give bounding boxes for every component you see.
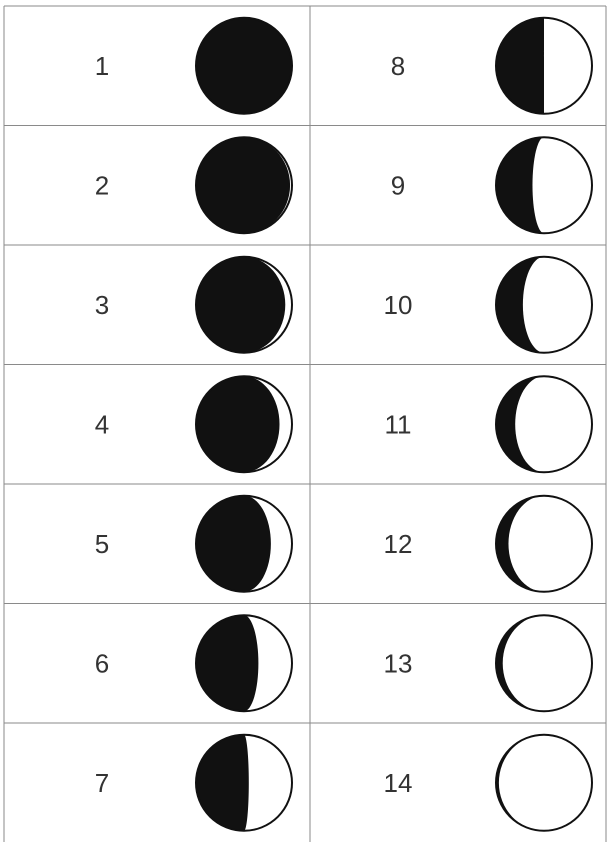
phase-cell: 6 [95,615,292,711]
lit-region [244,735,292,831]
phase-number: 1 [95,51,109,81]
moon-phase-icon [196,735,292,831]
lit-region [515,376,592,472]
moon-phase-icon [496,496,592,592]
moon-phase-icon [496,615,592,711]
phase-cell: 9 [391,137,592,233]
moon-phase-icon [496,137,592,233]
moon-phase-icon [196,376,292,472]
phase-number: 6 [95,648,109,678]
lit-region [532,137,592,233]
lit-region [523,257,592,353]
phase-cell: 8 [391,18,592,114]
moon-phase-icon [196,257,292,353]
phase-cell: 14 [384,735,592,831]
phase-number: 11 [385,409,412,439]
phase-cell: 7 [95,735,292,831]
phase-number: 9 [391,170,405,200]
phase-cell: 1 [95,18,292,114]
phase-cell: 2 [95,137,292,233]
moon-phase-icon [496,735,592,831]
phase-cell: 11 [385,376,593,472]
phase-number: 8 [391,51,405,81]
moon-phase-icon [496,257,592,353]
phase-cell: 3 [95,257,292,353]
lit-region [544,18,592,114]
moon-phase-icon [196,18,292,114]
moon-phase-icon [196,615,292,711]
phase-number: 5 [95,529,109,559]
moon-phase-icon [196,137,292,233]
phase-number: 13 [384,648,413,678]
phase-number: 3 [95,290,109,320]
phase-number: 14 [384,768,413,798]
phase-number: 4 [95,409,109,439]
phase-cell: 12 [384,496,592,592]
phase-number: 2 [95,170,109,200]
phase-number: 7 [95,768,109,798]
phase-cell: 10 [384,257,592,353]
phase-cell: 4 [95,376,292,472]
phase-number: 12 [384,529,413,559]
moon-phase-icon [496,376,592,472]
moon-phase-icon [496,18,592,114]
phase-number: 10 [384,290,413,320]
phase-cell: 13 [384,615,592,711]
moon-phase-icon [196,496,292,592]
phase-cell: 5 [95,496,292,592]
